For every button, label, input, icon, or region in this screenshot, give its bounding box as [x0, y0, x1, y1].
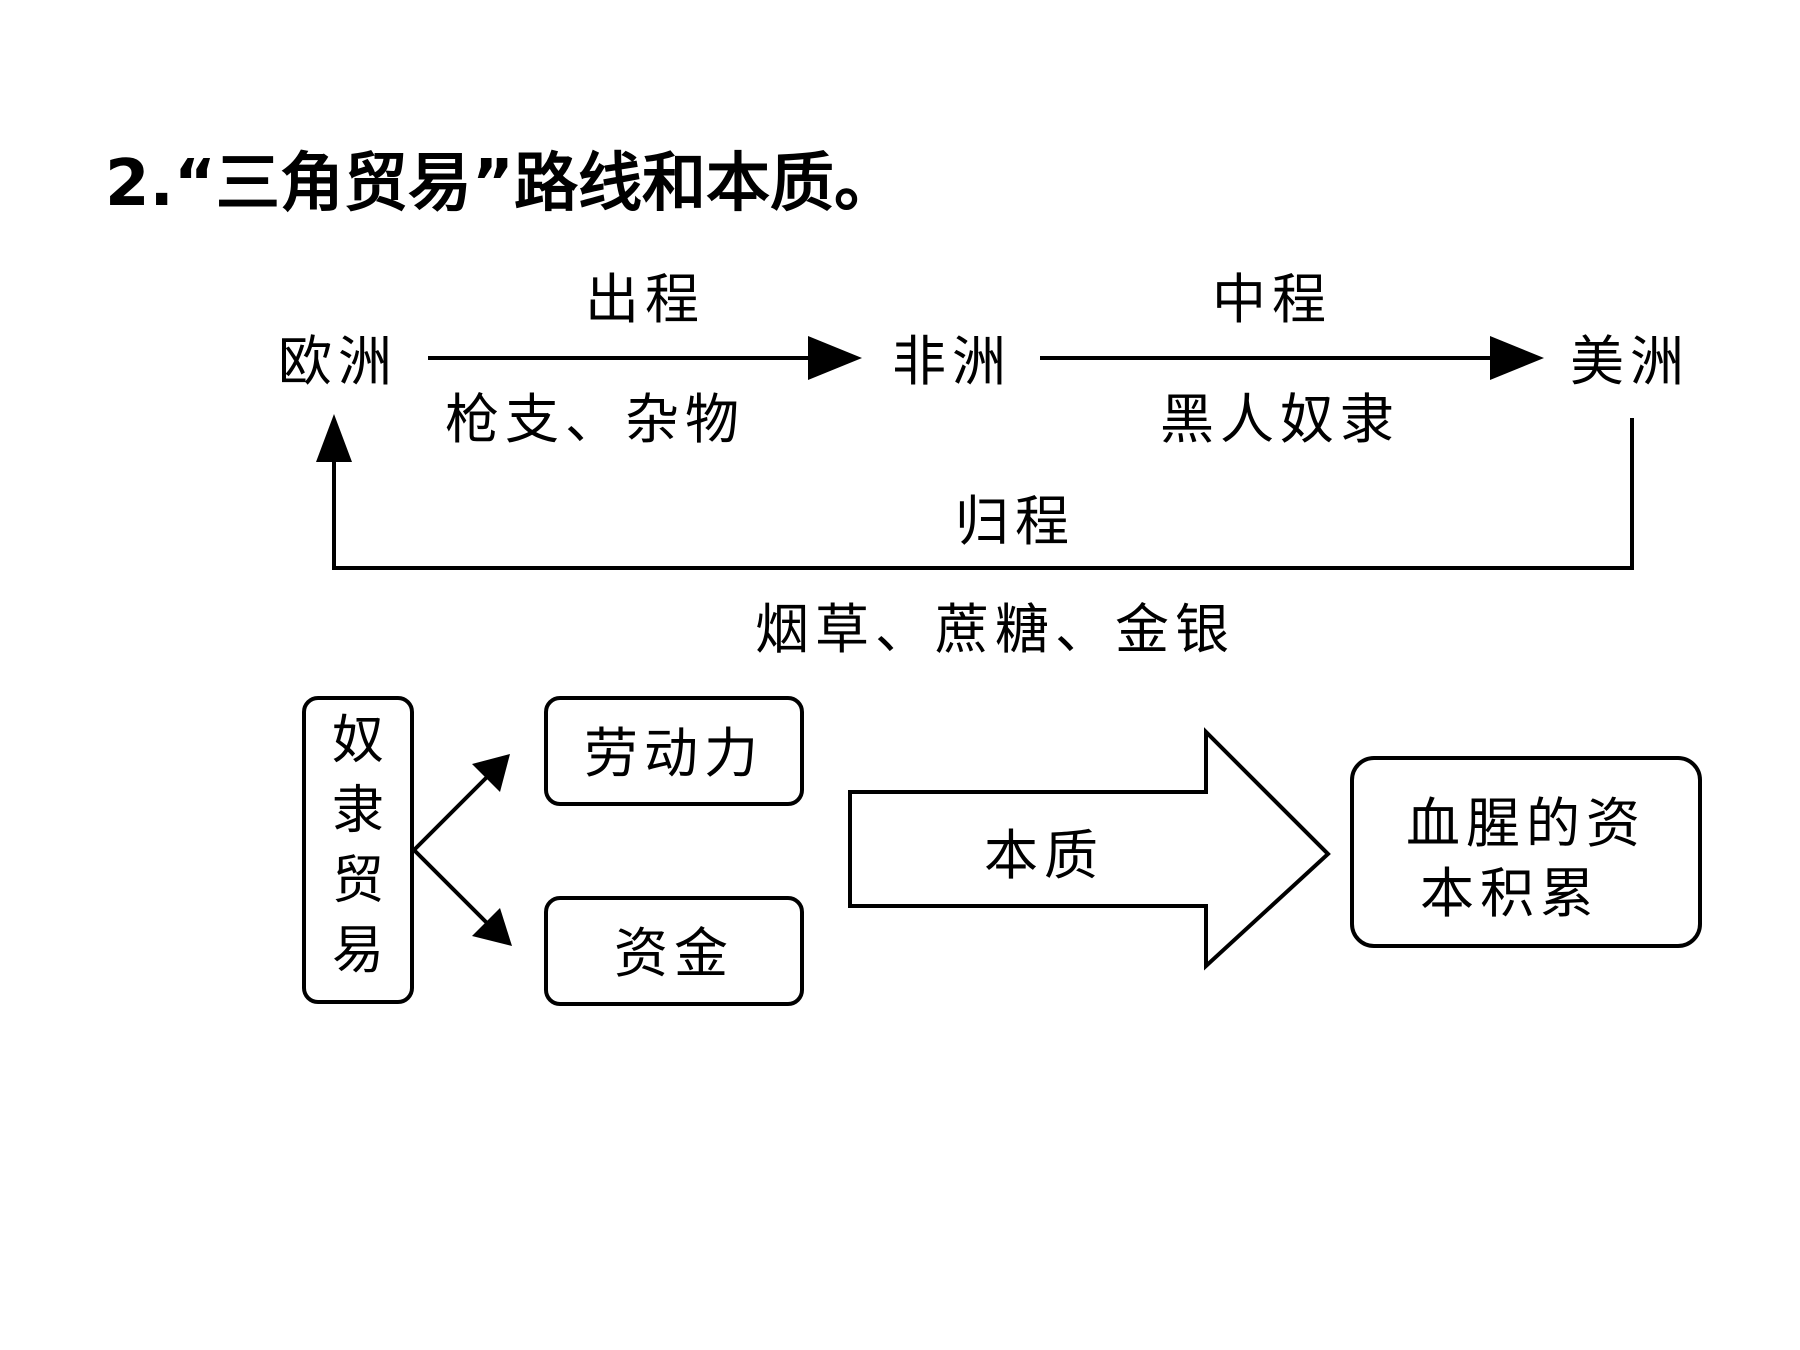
return-label: 归程 [955, 490, 1075, 553]
outbound-arrowhead [808, 336, 862, 380]
slave-trade-char-2: 隶 [332, 781, 384, 841]
return-arrowhead [316, 414, 352, 462]
outbound-goods: 枪支、杂物 [445, 388, 745, 451]
branch-arrowhead-down [472, 908, 512, 946]
slave-trade-char-4: 易 [332, 921, 384, 981]
branch-arrow-down [412, 848, 492, 928]
slave-trade-box [302, 696, 414, 1004]
slave-trade-char-3: 贸 [332, 851, 384, 911]
outbound-label: 出程 [585, 268, 705, 331]
capital-label: 资金 [614, 922, 734, 985]
essence-block-arrow [848, 727, 1331, 971]
page-title: 2.“三角贸易”路线和本质。 [105, 147, 898, 221]
middle-arrowhead [1490, 336, 1544, 380]
node-america: 美洲 [1570, 330, 1690, 393]
result-box [1350, 756, 1702, 948]
result-line-1: 血腥的资 [1406, 792, 1646, 855]
return-goods: 烟草、蔗糖、金银 [755, 598, 1235, 661]
branch-arrowhead-up [472, 754, 510, 792]
essence-arrow-label: 本质 [984, 824, 1104, 887]
labor-label: 劳动力 [584, 722, 764, 785]
middle-goods: 黑人奴隶 [1160, 388, 1400, 451]
result-line-2: 本积累 [1420, 862, 1600, 925]
return-arrow-line [332, 418, 1634, 570]
branch-arrow-up [412, 772, 492, 852]
capital-box [544, 896, 804, 1006]
labor-box [544, 696, 804, 806]
node-europe: 欧洲 [278, 330, 398, 393]
slave-trade-char-1: 奴 [332, 711, 384, 771]
node-africa: 非洲 [892, 330, 1012, 393]
middle-label: 中程 [1212, 268, 1332, 331]
